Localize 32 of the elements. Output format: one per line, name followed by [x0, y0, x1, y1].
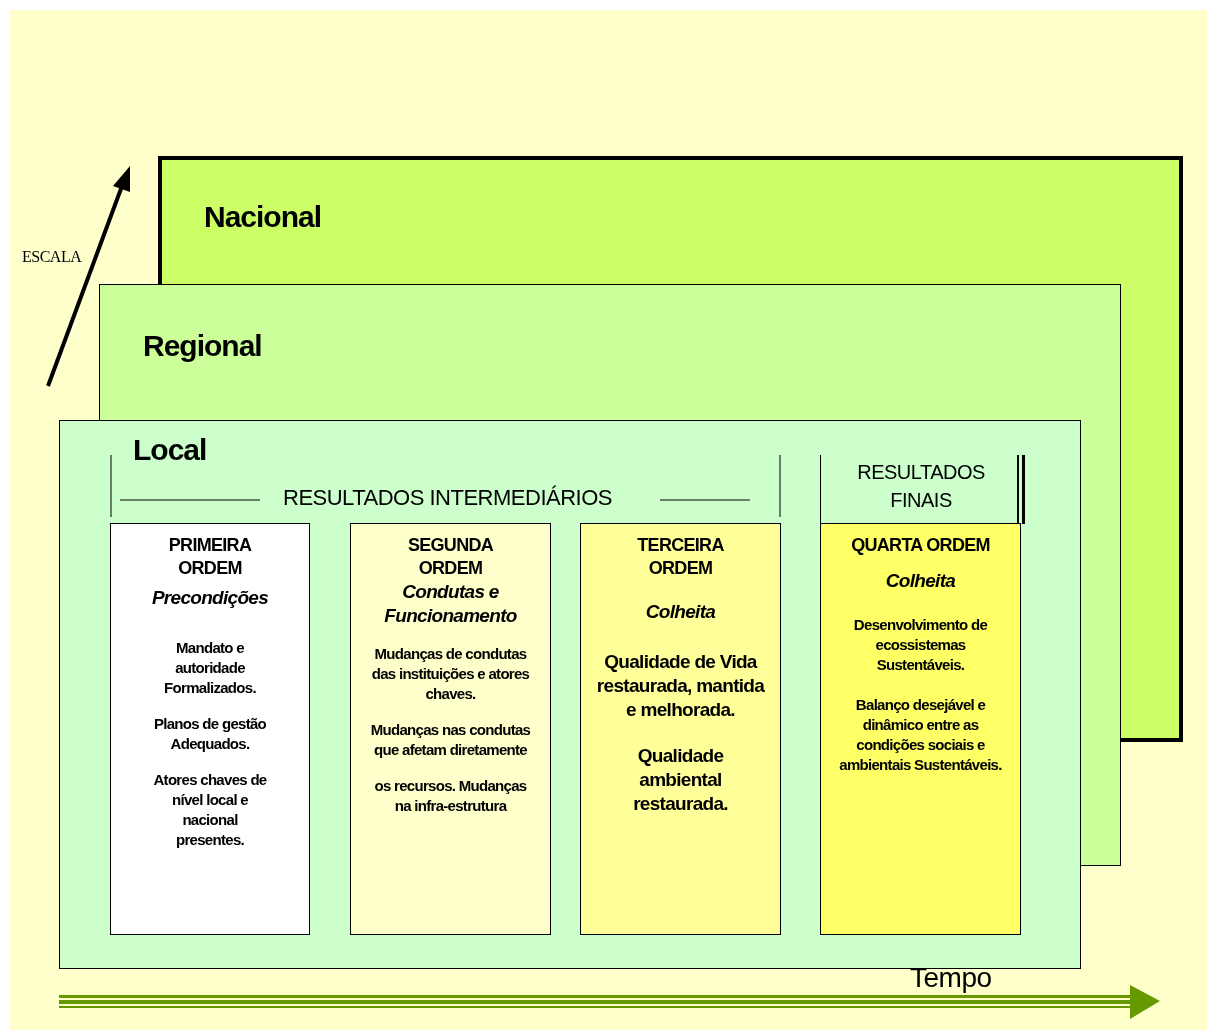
- order-text: Desenvolvimento de ecossistemas Sustentáveis.: [852, 615, 989, 675]
- order-box: [350, 523, 551, 935]
- order-text: os recursos. Mudanças na infra-estrutura: [373, 776, 528, 816]
- order-subtitle: Precondições: [151, 586, 269, 610]
- panel-title: Regional: [143, 329, 262, 363]
- order-text: Qualidade de Vida restaurada, mantida e melhorada.: [595, 650, 766, 722]
- order-heading: QUARTA ORDEM: [851, 534, 990, 557]
- order-text: Qualidade ambiental restaurada.: [632, 744, 729, 816]
- order-subtitle: Colheita: [885, 569, 956, 593]
- order-text: Planos de gestão Adequados.: [152, 714, 268, 754]
- scale-panel: [158, 156, 1183, 284]
- order-text: Atores chaves de nível local e nacional presentes.: [152, 770, 268, 850]
- order-text: Mandato e autoridade Formalizados.: [163, 638, 257, 698]
- order-heading: SEGUNDA ORDEM: [406, 534, 495, 580]
- scale-panel: [99, 284, 1121, 420]
- scale-panel: [59, 420, 1081, 969]
- order-heading: TERCEIRA ORDEM: [636, 534, 725, 580]
- axis-label: Tempo: [910, 962, 992, 994]
- order-subtitle: Colheita: [645, 600, 716, 624]
- order-text: Mudanças de condutas das instituições e atores chaves.: [370, 644, 531, 704]
- order-text: Balanço desejável e dinâmico entre as condições sociais e ambientais Sustentáveis.: [838, 695, 1003, 775]
- order-box: [820, 523, 1021, 935]
- panel-title: Nacional: [204, 200, 322, 234]
- order-text: Mudanças nas condutas que afetam diretamente: [370, 720, 531, 760]
- panel-title: Local: [133, 433, 207, 467]
- order-subtitle: Condutas e Funcionamento: [383, 580, 518, 628]
- axis-label: ESCALA: [22, 248, 82, 266]
- order-box: [580, 523, 781, 935]
- header-text: RESULTADOS FINAIS: [856, 460, 986, 513]
- order-heading: PRIMEIRA ORDEM: [167, 534, 253, 580]
- order-box: [110, 523, 310, 935]
- bracket-label: RESULTADOS INTERMEDIÁRIOS: [283, 485, 612, 511]
